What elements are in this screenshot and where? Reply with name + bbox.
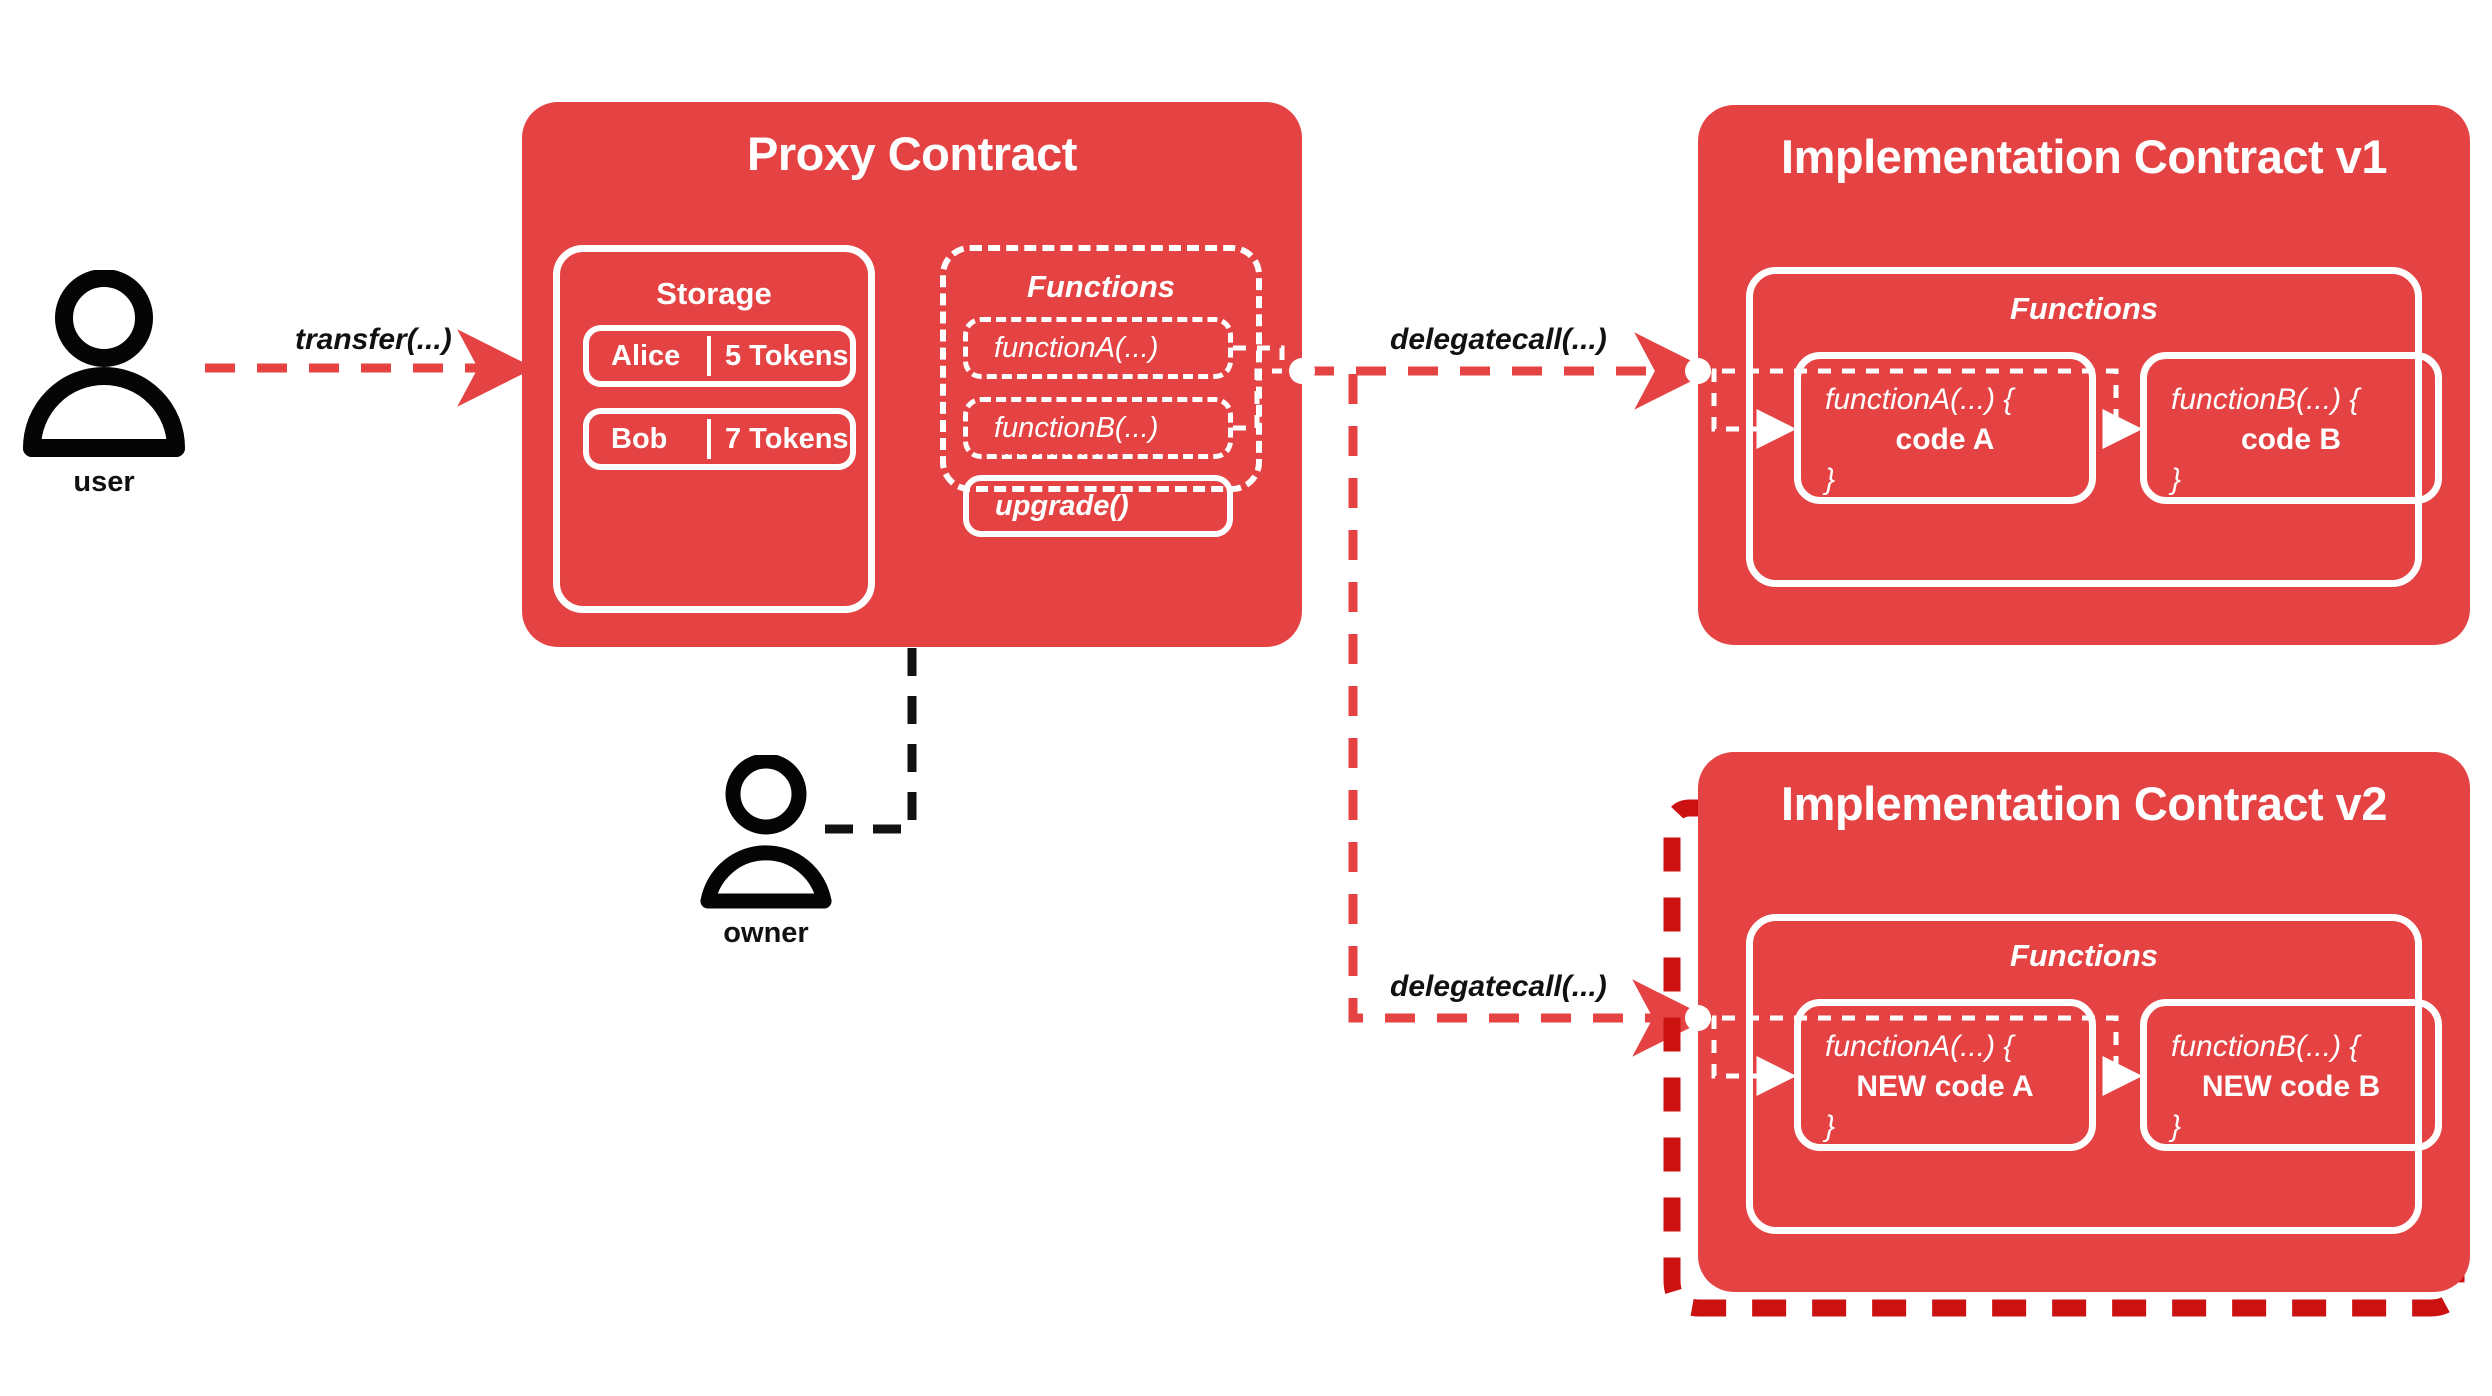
storage-entry-bob[interactable]: Bob 7 Tokens <box>583 408 856 470</box>
implementation-v2-functionB-block[interactable]: functionB(...) { NEW code B } <box>2140 999 2442 1151</box>
actor-user[interactable]: user <box>10 269 198 520</box>
edge-label-transfer: transfer(...) <box>295 323 452 356</box>
separator-bar <box>707 419 711 459</box>
function-close: } <box>1825 1110 1836 1143</box>
storage-entry-value: 5 Tokens <box>725 339 849 372</box>
edge-label-delegatecall-v2: delegatecall(...) <box>1390 970 1607 1003</box>
proxy-contract[interactable]: Proxy Contract Storage Alice 5 Tokens Bo… <box>522 102 1302 647</box>
function-close: } <box>2171 1110 2182 1143</box>
implementation-v1-functionB-block[interactable]: functionB(...) { code B } <box>2140 352 2442 504</box>
storage-entry-name: Bob <box>611 422 668 455</box>
proxy-function-functionB[interactable]: functionB(...) <box>963 397 1233 459</box>
edge-delegatecall-v2 <box>1304 366 1710 1057</box>
function-close: } <box>1825 463 1836 496</box>
function-signature: functionB(...) { <box>2171 1030 2360 1063</box>
spellcheck-underline <box>2171 417 2299 426</box>
actor-owner[interactable]: owner <box>690 753 842 965</box>
implementation-v2-functions-label: Functions <box>2009 938 2159 973</box>
person-icon <box>23 269 185 457</box>
function-signature: functionA(...) { <box>1825 383 2014 416</box>
spellcheck-underline <box>2171 1064 2299 1073</box>
implementation-v2-title: Implementation Contract v2 <box>1781 777 2387 830</box>
proxy-functions-label: Functions <box>1026 269 1176 304</box>
person-icon <box>700 753 832 909</box>
function-signature: functionA(...) { <box>1825 1030 2014 1063</box>
implementation-v2[interactable]: Implementation Contract v2 Functions fun… <box>1698 752 2470 1292</box>
implementation-v1-functions-label: Functions <box>2009 291 2159 326</box>
edge-label-delegatecall-v1: delegatecall(...) <box>1390 323 1607 356</box>
upgrade-function[interactable]: upgrade() <box>963 475 1233 537</box>
function-signature: functionB(...) { <box>2171 383 2360 416</box>
proxy-function-functionA[interactable]: functionA(...) <box>963 317 1233 379</box>
function-name: functionB(...) <box>994 411 1159 444</box>
function-body: code B <box>2240 423 2342 456</box>
implementation-v2-functionA-block[interactable]: functionA(...) { NEW code A } <box>1794 999 2096 1151</box>
function-body: NEW code A <box>1856 1070 2034 1103</box>
proxy-contract-title: Proxy Contract <box>747 127 1077 180</box>
implementation-v1[interactable]: Implementation Contract v1 Functions fun… <box>1698 105 2470 645</box>
actor-user-label: user <box>73 466 135 498</box>
storage-entry-alice[interactable]: Alice 5 Tokens <box>583 325 856 387</box>
function-name: upgrade() <box>995 489 1129 522</box>
function-body: code A <box>1895 423 1995 456</box>
storage-entry-value: 7 Tokens <box>725 422 849 455</box>
spellcheck-underline <box>994 446 1112 455</box>
function-body: NEW code B <box>2201 1070 2381 1103</box>
proxy-storage-panel[interactable]: Storage Alice 5 Tokens Bob 7 Tokens <box>553 245 875 613</box>
storage-entry-name: Alice <box>611 339 681 372</box>
function-close: } <box>2171 463 2182 496</box>
proxy-storage-label: Storage <box>656 276 772 311</box>
implementation-v1-title: Implementation Contract v1 <box>1781 130 2387 183</box>
separator-bar <box>707 336 711 376</box>
implementation-v1-functionA-block[interactable]: functionA(...) { code A } <box>1794 352 2096 504</box>
function-name: functionA(...) <box>994 331 1159 364</box>
actor-owner-label: owner <box>723 917 809 949</box>
